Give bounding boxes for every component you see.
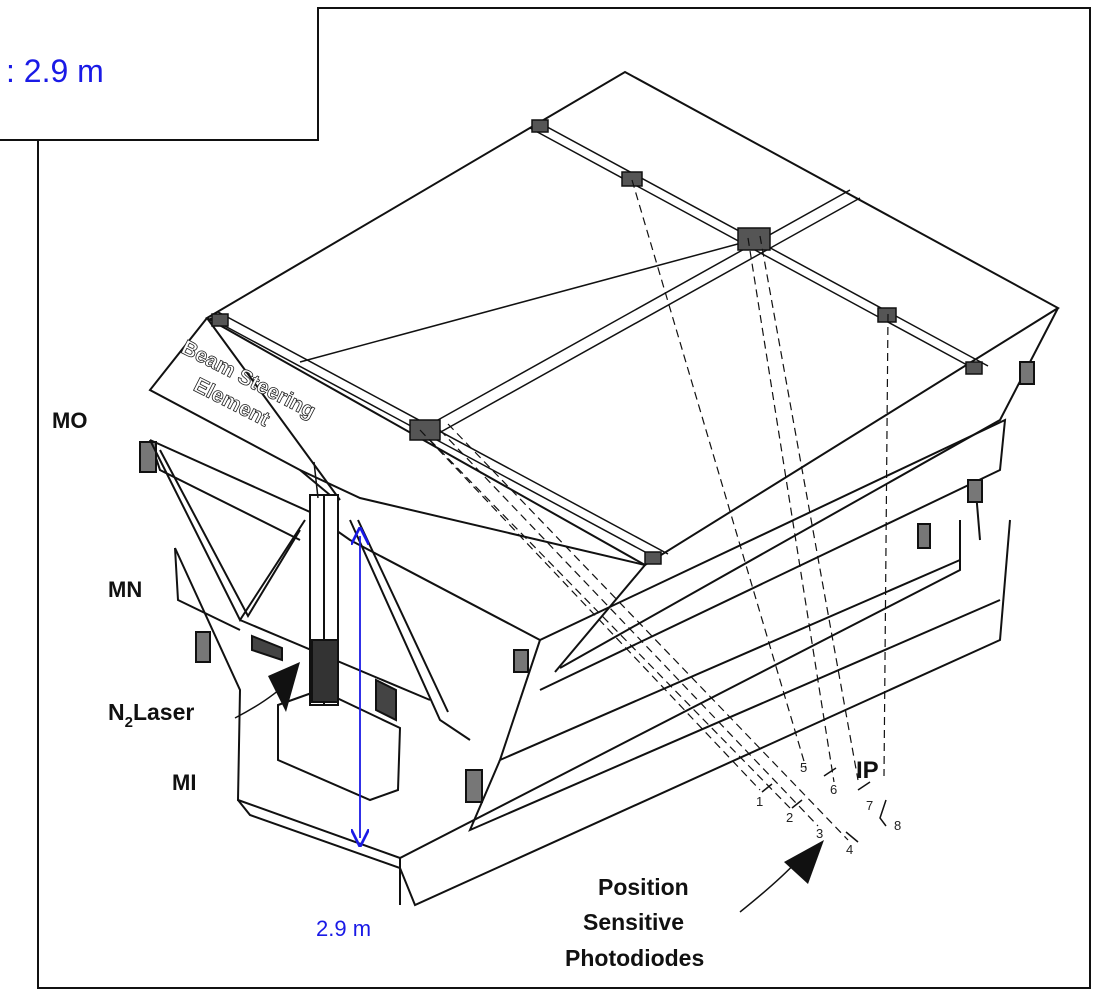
label-mi: MI bbox=[172, 770, 196, 795]
photodiode-number: 6 bbox=[830, 782, 837, 797]
beam-steering-leader bbox=[313, 461, 319, 499]
label-position-1: Position bbox=[598, 874, 689, 900]
photodiode-number: 3 bbox=[816, 826, 823, 841]
label-position-3: Photodiodes bbox=[565, 945, 704, 971]
label-mo: MO bbox=[52, 408, 87, 433]
label-ip: IP bbox=[856, 757, 879, 784]
beam-steering-element bbox=[299, 469, 339, 706]
label-laser: N2Laser bbox=[108, 699, 194, 731]
photodiode-numbers: 1 2 3 4 5 6 7 8 bbox=[756, 760, 901, 857]
photodiode-pointer-arrow bbox=[739, 840, 824, 913]
header-fragment: : 2.9 m bbox=[6, 53, 104, 89]
photodiode-number: 7 bbox=[866, 798, 873, 813]
label-position-2: Sensitive bbox=[583, 909, 684, 935]
laser-beam-paths bbox=[419, 179, 889, 841]
photodiode-ticks bbox=[761, 767, 887, 843]
module-mo-top-plane bbox=[148, 70, 1060, 673]
photodiode-number: 2 bbox=[786, 810, 793, 825]
photodiode-number: 4 bbox=[846, 842, 853, 857]
photodiode-number: 8 bbox=[894, 818, 901, 833]
laser-pointer-arrow bbox=[234, 662, 300, 719]
module-mi bbox=[174, 519, 1011, 907]
photodiode-number: 1 bbox=[756, 794, 763, 809]
label-mn: MN bbox=[108, 577, 142, 602]
dimension-label: 2.9 m bbox=[316, 916, 371, 941]
photodiode-number: 5 bbox=[800, 760, 807, 775]
